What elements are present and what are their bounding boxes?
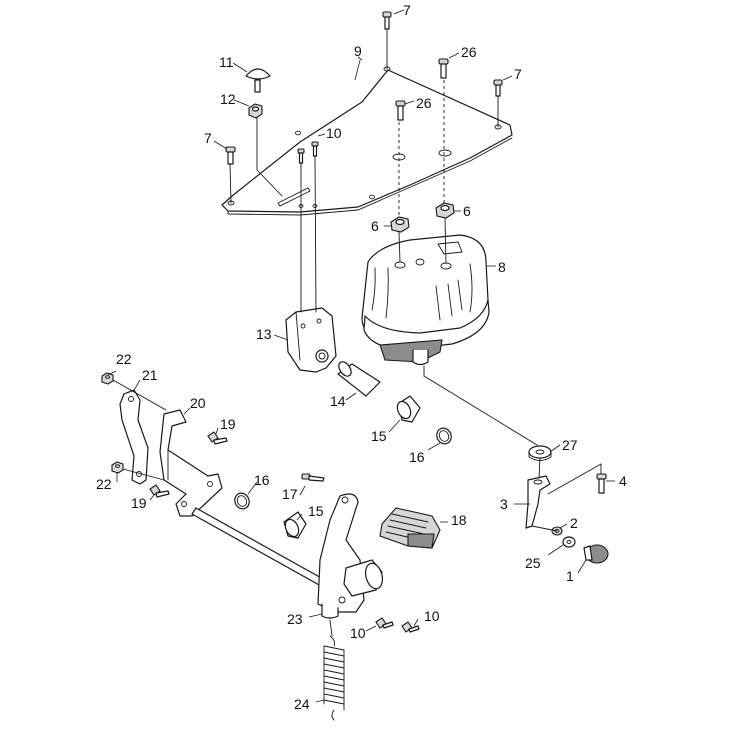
callout-27: 27: [562, 437, 578, 453]
callout-8: 8: [498, 259, 506, 275]
pedal-pad: [379, 507, 441, 549]
nut-22-bottom: [111, 461, 124, 474]
callout-2: 2: [570, 515, 578, 531]
callout-11: 11: [219, 54, 234, 70]
callout-22-bottom: 22: [96, 476, 112, 492]
callout-16-lower: 16: [254, 472, 270, 488]
callout-3: 3: [500, 496, 508, 512]
bushing-15-lower: [283, 511, 307, 539]
callout-16-upper: 16: [409, 449, 425, 465]
screw-19-upper: [207, 431, 228, 445]
callout-19-lower: 19: [131, 495, 147, 511]
nut-6-right: [435, 202, 455, 219]
screw-19-lower: [149, 484, 170, 498]
callout-4: 4: [619, 473, 627, 489]
screw-26-center: [395, 100, 406, 121]
retaining-clip-16-lower: [234, 492, 250, 510]
callout-15-lower: 15: [308, 503, 324, 519]
callout-17: 17: [282, 486, 298, 502]
callout-20: 20: [190, 395, 206, 411]
callout-7-right: 7: [514, 66, 522, 82]
retaining-clip-16-upper: [436, 427, 452, 445]
callout-26-center: 26: [416, 95, 432, 111]
callout-24: 24: [294, 696, 310, 712]
callout-13: 13: [256, 326, 272, 342]
nut-6-left: [390, 216, 410, 233]
actuator-housing: [361, 234, 490, 366]
callout-10-lower-left: 10: [350, 625, 366, 641]
screw-26-right: [438, 58, 449, 79]
mounting-plate: [221, 66, 513, 216]
return-spring: [323, 635, 345, 721]
callout-19-upper: 19: [220, 416, 236, 432]
callout-6-left: 6: [371, 218, 379, 234]
callout-14: 14: [330, 393, 346, 409]
callout-23: 23: [287, 611, 303, 627]
callout-numbers: 7 9 11 26 7 12 26 7 10 6 6 8 13 22 21 14…: [96, 2, 627, 712]
callout-22-top: 22: [116, 351, 132, 367]
bushing-15-upper: [396, 395, 421, 423]
callout-15-upper: 15: [371, 428, 387, 444]
callout-12: 12: [220, 91, 236, 107]
support-plate-21: [119, 389, 149, 485]
screw-10-lower-left: [375, 617, 394, 629]
screw-7-top: [382, 11, 392, 30]
callout-9: 9: [354, 43, 362, 59]
callout-21: 21: [142, 367, 158, 383]
screw-10-lower-right: [401, 621, 420, 633]
callout-7-left: 7: [204, 130, 212, 146]
pivot-pin: [337, 361, 381, 397]
pivot-bracket: [285, 307, 337, 373]
nut-22-top: [101, 372, 114, 385]
callout-7-top: 7: [403, 2, 411, 18]
callout-25: 25: [525, 555, 541, 571]
link-arm: [525, 475, 551, 529]
callout-6-right: 6: [463, 203, 471, 219]
pedal-mount-bracket-20: [159, 409, 223, 517]
callout-18: 18: [451, 512, 467, 528]
callout-1: 1: [566, 568, 574, 584]
nut-12: [248, 103, 263, 119]
screw-4: [596, 473, 607, 494]
callout-10-top: 10: [326, 125, 342, 141]
callout-10-lower-right: 10: [424, 608, 440, 624]
callout-26-right: 26: [461, 44, 477, 60]
screw-7-left: [225, 146, 236, 165]
screw-17: [301, 473, 325, 482]
pedal-hub: [343, 559, 384, 597]
pedal-arm: [317, 493, 365, 619]
leader-lines: [107, 9, 615, 703]
washer-25: [562, 536, 576, 548]
knob-cap: [245, 68, 271, 93]
adjust-knob: [583, 544, 609, 564]
screw-7-right: [493, 79, 503, 97]
assembly-lines: [112, 28, 602, 637]
